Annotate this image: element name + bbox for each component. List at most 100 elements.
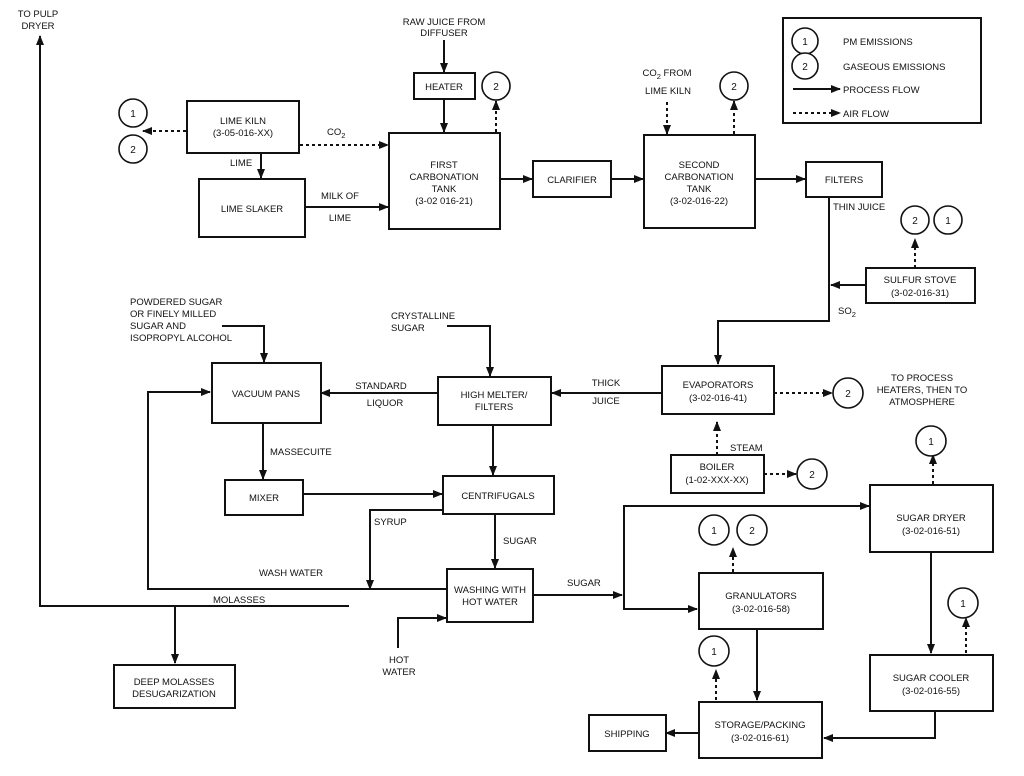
granulators-label: GRANULATORS: [725, 591, 796, 602]
process-nodes: HEATER LIME KILN (3-05-016-XX) LIME SLAK…: [113, 72, 994, 759]
washing-hot-water-box: [446, 568, 534, 623]
co2-from-lime-kiln-label: LIME KILN: [645, 86, 691, 97]
first-carbonation-emission-number: 2: [493, 82, 499, 93]
lime-slaker-box: [198, 178, 306, 238]
storage-packing-box: [698, 701, 823, 759]
co2-from-label: CO2 FROM: [642, 68, 691, 81]
granulators-code: (3-02-016-58): [732, 604, 790, 615]
hot-water-label-2: WATER: [382, 667, 415, 678]
thin-juice-to-evaporators-line: [714, 196, 830, 365]
gas-symbol-number: 2: [802, 62, 808, 73]
lime-kiln-code: (3-05-016-XX): [213, 128, 273, 139]
lime-kiln-label: LIME KILN: [220, 116, 266, 127]
kiln-gas-number: 2: [130, 145, 136, 156]
evaporators-label: EVAPORATORS: [683, 380, 754, 391]
powdered-sugar-label-3: SUGAR AND: [130, 321, 186, 332]
filters-box: [805, 161, 883, 198]
first-carbonation-label-2: CARBONATION: [410, 172, 479, 183]
first-carbonation-code: (3-02 016-21): [415, 196, 473, 207]
pm-symbol-number: 1: [802, 37, 808, 48]
lime-label: LIME: [230, 158, 252, 169]
emission-markers: 1 2 2 2 2 1 2 2 1 1 2 1 1: [118, 71, 979, 667]
kiln-pm-emission-icon: [118, 98, 148, 128]
lime-slaker-label: LIME SLAKER: [221, 204, 283, 215]
hot-water-arrow: [397, 614, 447, 648]
boiler-code: (1-02-XXX-XX): [685, 475, 748, 486]
to-process-label-1: TO PROCESS: [891, 373, 953, 384]
deep-molasses-label-2: DESUGARIZATION: [132, 689, 216, 700]
lime-kiln-box: [186, 100, 300, 154]
steam-label: STEAM: [730, 443, 763, 454]
granulator-gas-number: 2: [749, 526, 755, 537]
heater-label: HEATER: [425, 82, 463, 93]
standard-label: STANDARD: [355, 381, 407, 392]
to-pulp-dryer-label-1: TO PULP: [18, 9, 58, 20]
powdered-sugar-label-1: POWDERED SUGAR: [130, 297, 223, 308]
sugar-label-washing: SUGAR: [567, 578, 601, 589]
second-carbonation-gas-emission-icon: [719, 71, 749, 101]
sugar-cooler-code: (3-02-016-55): [902, 686, 960, 697]
massecuite-label: MASSECUITE: [270, 447, 332, 458]
cooler-emission-number: 1: [960, 599, 966, 610]
granulators-box: [698, 572, 824, 630]
hot-water-label-1: HOT: [389, 655, 409, 666]
sugar-cooler-label: SUGAR COOLER: [893, 673, 970, 684]
clarifier-label: CLARIFIER: [547, 175, 597, 186]
second-carbonation-label-1: SECOND: [679, 160, 720, 171]
powdered-sugar-label-2: OR FINELY MILLED: [130, 309, 216, 320]
cooler-pm-emission-icon: [947, 587, 979, 619]
to-process-label-2: HEATERS, THEN TO: [877, 385, 968, 396]
vacuum-pans-label: VACUUM PANS: [232, 389, 300, 400]
first-carbonation-tank-box: [388, 132, 501, 230]
legend: 1 PM EMISSIONS 2 GASEOUS EMISSIONS PROCE…: [782, 17, 982, 124]
heater-box: [413, 72, 476, 100]
washing-label-1: WASHING WITH: [454, 585, 526, 596]
evaporator-emission-number: 2: [845, 389, 851, 400]
so2-label: SO2: [838, 306, 856, 319]
raw-juice-label-2: DIFFUSER: [420, 28, 468, 39]
sulfur-stove-code: (3-02-016-31): [891, 288, 949, 299]
storage-packing-code: (3-02-016-61): [731, 733, 789, 744]
clarifier-box: [532, 160, 612, 198]
flow-labels: TO PULP DRYER RAW JUICE FROM DIFFUSER CO…: [18, 9, 968, 678]
sugar-cooler-box: [869, 654, 994, 712]
boiler-box: [670, 454, 765, 494]
boiler-gas-emission-icon: [796, 458, 828, 490]
first-carbonation-gas-emission-icon: [481, 71, 511, 101]
centrifugals-label: CENTRIFUGALS: [461, 491, 534, 502]
sugar-to-dryer-arrow: [623, 502, 870, 609]
deep-molasses-box: [113, 664, 236, 709]
evaporators-box: [661, 365, 775, 415]
gaseous-emissions-symbol: [791, 52, 819, 80]
sulfur-pm-emission-icon: [933, 205, 963, 235]
to-pulp-dryer-label-2: DRYER: [21, 21, 54, 32]
granulator-gas-emission-icon: [736, 514, 768, 546]
raw-juice-label-1: RAW JUICE FROM: [403, 17, 486, 28]
wash-water-return-arrow: [147, 388, 447, 590]
sulfur-gas-number: 2: [912, 216, 918, 227]
kiln-gas-emission-icon: [118, 134, 148, 164]
high-melter-label-1: HIGH MELTER/: [461, 390, 528, 401]
storage-packing-label: STORAGE/PACKING: [715, 720, 806, 731]
co2-label: CO2: [327, 127, 345, 140]
thin-juice-label: THIN JUICE: [833, 202, 885, 213]
centrifugals-box: [442, 475, 555, 515]
syrup-label: SYRUP: [374, 517, 407, 528]
shipping-box: [588, 714, 667, 752]
powdered-sugar-arrow: [222, 325, 268, 363]
dryer-pm-emission-icon: [915, 425, 947, 457]
sugar-label-centrifugals: SUGAR: [503, 536, 537, 547]
crystalline-sugar-label-2: SUGAR: [391, 323, 425, 334]
high-melter-label-2: FILTERS: [475, 402, 513, 413]
first-carbonation-label-1: FIRST: [430, 160, 458, 171]
boiler-label: BOILER: [700, 462, 735, 473]
vacuum-pans-box: [211, 362, 322, 424]
evaporators-code: (3-02-016-41): [689, 393, 747, 404]
first-carbonation-label-3: TANK: [432, 184, 457, 195]
liquor-label: LIQUOR: [367, 398, 404, 409]
mixer-label: MIXER: [249, 493, 279, 504]
sugar-dryer-label: SUGAR DRYER: [896, 513, 966, 524]
molasses-to-pulp-dryer-line: [36, 35, 349, 607]
filters-label: FILTERS: [825, 175, 863, 186]
legend-air-flow-label: AIR FLOW: [843, 109, 889, 120]
